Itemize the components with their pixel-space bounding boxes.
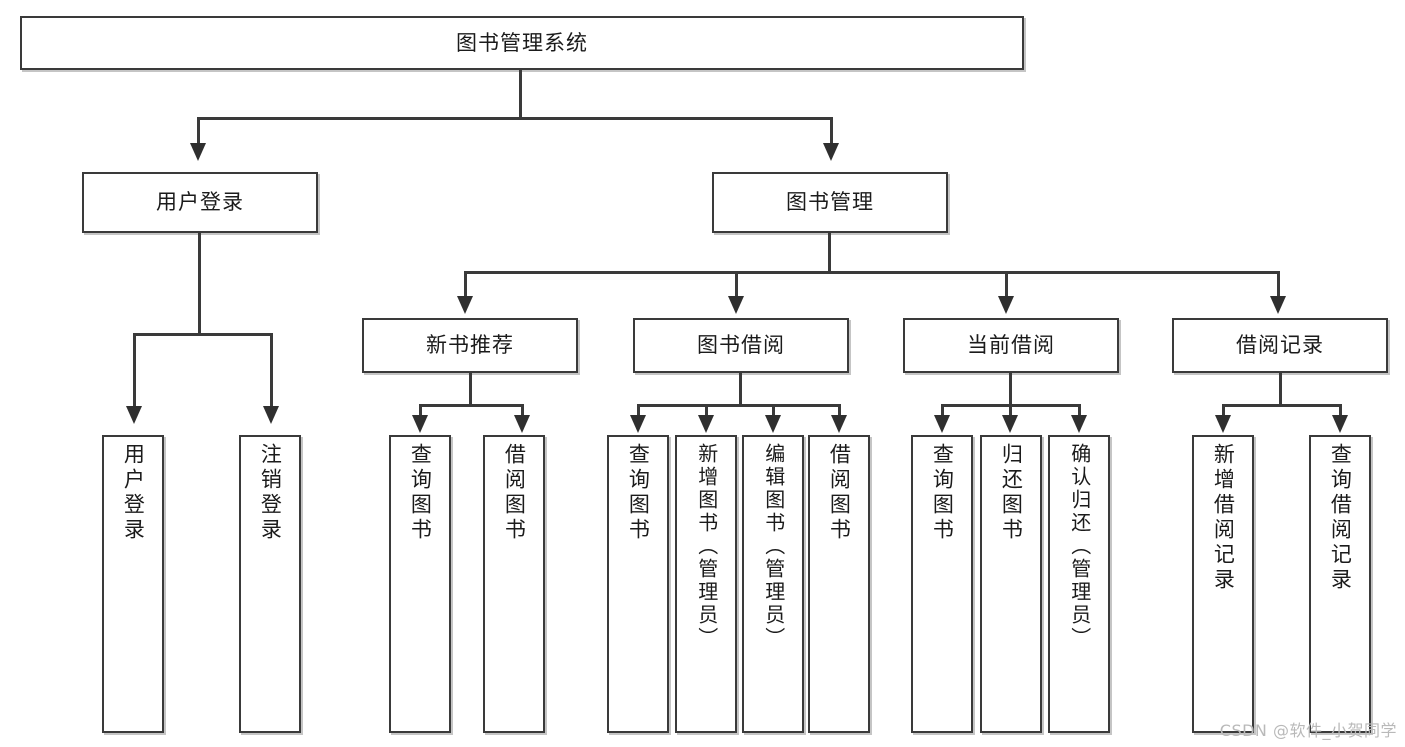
node-label: 查询图书 (626, 443, 651, 543)
edge-br-drop-1 (1222, 404, 1225, 418)
arrow-to-leaf-bb-2 (698, 415, 714, 433)
arrow-to-book-borrow (728, 296, 744, 314)
arrow-to-borrow-record (1270, 296, 1286, 314)
edge-new-book-drop-1 (419, 404, 422, 418)
edge-current-borrow-stem (1009, 373, 1012, 406)
edge-new-book-stem (469, 373, 472, 406)
node-label: 注销登录 (258, 443, 283, 543)
node-user-login[interactable]: 用户登录 (82, 172, 318, 233)
edge-level1-bar (197, 117, 833, 120)
arrow-to-book-manage (823, 143, 839, 161)
arrow-to-user-login (190, 143, 206, 161)
arrow-to-leaf-br-1 (1215, 415, 1231, 433)
node-label: 查询图书 (408, 443, 433, 543)
node-label: 用户登录 (121, 443, 146, 543)
leaf-bb-query-book[interactable]: 查询图书 (607, 435, 669, 733)
node-label: 图书管理 (786, 190, 874, 215)
node-new-book-recommend[interactable]: 新书推荐 (362, 318, 578, 373)
edge-cb-drop-1 (941, 404, 944, 418)
edge-book-borrow-bar (637, 404, 841, 407)
node-label: 借阅图书 (502, 443, 527, 543)
arrow-to-leaf-nb-2 (514, 415, 530, 433)
leaf-logout[interactable]: 注销登录 (239, 435, 301, 733)
edge-cb-drop-2 (1009, 404, 1012, 418)
arrow-to-leaf-cb-1 (934, 415, 950, 433)
arrow-to-leaf-cb-3 (1071, 415, 1087, 433)
edge-cb-drop-3 (1078, 404, 1081, 418)
leaf-nb-query-book[interactable]: 查询图书 (389, 435, 451, 733)
node-label: 归还图书 (999, 443, 1024, 543)
node-label: 借阅记录 (1236, 333, 1324, 358)
node-label: 新增借阅记录 (1211, 443, 1236, 593)
edge-book-manage-stem (828, 233, 831, 273)
edge-bb-drop-1 (637, 404, 640, 418)
edge-level1-drop-user (197, 117, 200, 144)
edge-bb-drop-4 (838, 404, 841, 418)
node-label: 查询图书 (930, 443, 955, 543)
arrow-to-leaf-bb-4 (831, 415, 847, 433)
node-label: 确认归还（管理员） (1067, 443, 1092, 650)
node-label: 借阅图书 (827, 443, 852, 543)
node-book-borrow[interactable]: 图书借阅 (633, 318, 849, 373)
node-label: 当前借阅 (967, 333, 1055, 358)
node-label: 查询借阅记录 (1328, 443, 1353, 593)
arrow-to-leaf-br-2 (1332, 415, 1348, 433)
edge-level2-bar (464, 271, 1280, 274)
node-label: 新增图书（管理员） (694, 443, 719, 650)
edge-borrow-record-bar (1222, 404, 1342, 407)
leaf-user-login[interactable]: 用户登录 (102, 435, 164, 733)
arrow-to-current-borrow (998, 296, 1014, 314)
leaf-cb-query-book[interactable]: 查询图书 (911, 435, 973, 733)
arrow-to-new-book (457, 296, 473, 314)
node-label: 用户登录 (156, 190, 244, 215)
edge-book-borrow-stem (739, 373, 742, 406)
arrow-to-leaf-bb-3 (765, 415, 781, 433)
edge-bb-drop-2 (705, 404, 708, 418)
csdn-watermark: CSDN @软件_小贺同学 (1219, 721, 1397, 740)
arrow-to-leaf-nb-1 (412, 415, 428, 433)
edge-user-login-bar (133, 333, 273, 336)
node-label: 图书管理系统 (456, 30, 588, 55)
arrow-to-leaf-user-login (126, 406, 142, 424)
node-label: 图书借阅 (697, 333, 785, 358)
leaf-bb-add-book-admin[interactable]: 新增图书（管理员） (675, 435, 737, 733)
arrow-to-leaf-cb-2 (1002, 415, 1018, 433)
node-book-manage[interactable]: 图书管理 (712, 172, 948, 233)
node-label: 新书推荐 (426, 333, 514, 358)
edge-new-book-bar (419, 404, 524, 407)
edge-br-drop-2 (1339, 404, 1342, 418)
node-borrow-record[interactable]: 借阅记录 (1172, 318, 1388, 373)
edge-level2-drop-1 (464, 271, 467, 297)
edge-level2-drop-4 (1277, 271, 1280, 297)
leaf-nb-borrow-book[interactable]: 借阅图书 (483, 435, 545, 733)
edge-level2-drop-3 (1005, 271, 1008, 297)
node-current-borrow[interactable]: 当前借阅 (903, 318, 1119, 373)
arrow-to-leaf-bb-1 (630, 415, 646, 433)
leaf-bb-borrow-book[interactable]: 借阅图书 (808, 435, 870, 733)
edge-user-login-drop-1 (133, 333, 136, 407)
leaf-cb-confirm-return-admin[interactable]: 确认归还（管理员） (1048, 435, 1110, 733)
edge-user-login-drop-2 (270, 333, 273, 407)
edge-bb-drop-3 (772, 404, 775, 418)
leaf-bb-edit-book-admin[interactable]: 编辑图书（管理员） (742, 435, 804, 733)
node-root-system[interactable]: 图书管理系统 (20, 16, 1024, 70)
leaf-cb-return-book[interactable]: 归还图书 (980, 435, 1042, 733)
edge-user-login-stem (198, 233, 201, 335)
leaf-br-add-record[interactable]: 新增借阅记录 (1192, 435, 1254, 733)
edge-root-stem (519, 70, 522, 118)
edge-level1-drop-book (830, 117, 833, 144)
leaf-br-query-record[interactable]: 查询借阅记录 (1309, 435, 1371, 733)
node-label: 编辑图书（管理员） (761, 443, 786, 650)
arrow-to-leaf-logout (263, 406, 279, 424)
edge-borrow-record-stem (1279, 373, 1282, 406)
edge-new-book-drop-2 (521, 404, 524, 418)
edge-level2-drop-2 (735, 271, 738, 297)
